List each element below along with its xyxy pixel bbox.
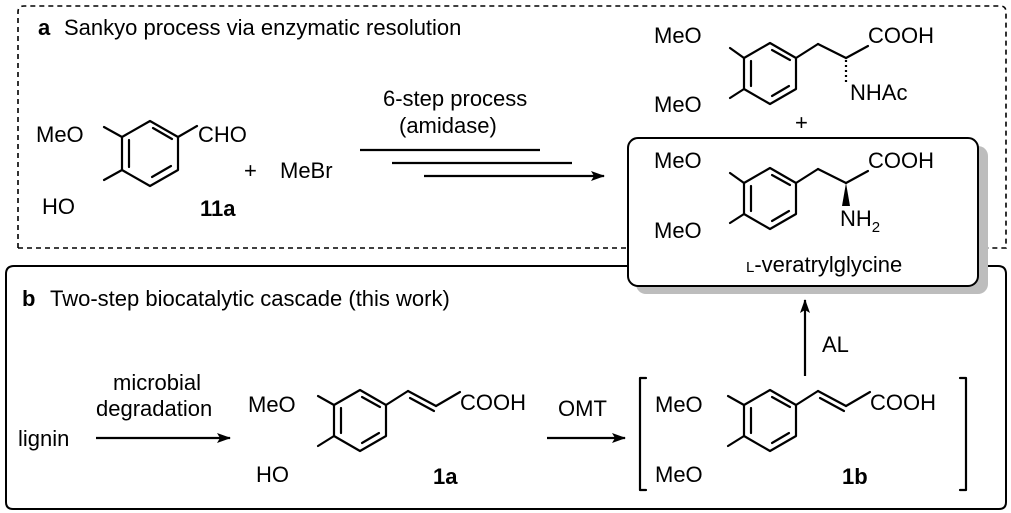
product-l-meo-top: MeO	[654, 148, 702, 173]
product-nhac-meo-bottom: MeO	[654, 92, 702, 117]
compound-11a-structure	[102, 119, 199, 188]
product-nhac-structure	[728, 41, 870, 106]
product-l-meo-bottom: MeO	[654, 218, 702, 243]
compound-1b-meo-bottom: MeO	[655, 462, 703, 487]
panel-b-letter: b	[22, 286, 35, 311]
arrow-b2-label: OMT	[558, 396, 607, 421]
compound-1b-cooh: COOH	[870, 390, 936, 415]
arrow-a-label-line2: (amidase)	[399, 113, 497, 138]
product-nhac-meo-top: MeO	[654, 23, 702, 48]
compound-1a-structure	[316, 388, 462, 453]
compound-1b-label: 1b	[842, 464, 868, 489]
compound-1b-meo-top: MeO	[655, 392, 703, 417]
product-veratrylglycine-structure	[728, 166, 870, 231]
arrow-a-label-line1: 6-step process	[383, 86, 527, 111]
reagent-mebr: MeBr	[280, 158, 333, 183]
compound-11a-ho: HO	[42, 194, 75, 219]
product-nhac-cooh: COOH	[868, 23, 934, 48]
multi-step-arrow	[360, 148, 605, 181]
compound-1a-ho: HO	[256, 462, 289, 487]
compound-1a-label: 1a	[433, 464, 458, 489]
arrow-b1-label-line1: microbial	[113, 370, 201, 395]
arrow-b3-label: AL	[822, 332, 849, 357]
plus-sign-a: +	[244, 158, 257, 183]
bracket-right	[958, 376, 968, 492]
arrow-b1-label-line2: degradation	[96, 396, 212, 421]
panel-a-title: Sankyo process via enzymatic resolution	[64, 15, 461, 40]
product-l-cooh: COOH	[868, 148, 934, 173]
plus-sign-products: +	[795, 110, 808, 135]
panel-a-dashed-frame	[17, 5, 1007, 249]
compound-1b-structure	[726, 388, 872, 453]
bracket-left	[638, 376, 648, 492]
lignin-label: lignin	[18, 426, 69, 451]
product-l-amine: NH2	[840, 206, 880, 236]
product-l-name: L-veratrylglycine	[746, 252, 902, 277]
panel-b-title: Two-step biocatalytic cascade (this work…	[50, 286, 450, 311]
compound-11a-meo: MeO	[36, 122, 84, 147]
panel-a-letter: a	[38, 15, 51, 40]
compound-1a-meo: MeO	[248, 392, 296, 417]
compound-1a-cooh: COOH	[460, 390, 526, 415]
product-box	[627, 137, 979, 287]
compound-11a-label: 11a	[200, 196, 236, 221]
product-nhac-amine: NHAc	[850, 80, 907, 105]
panel-b-frame	[5, 265, 1007, 510]
compound-11a-cho: CHO	[198, 122, 247, 147]
